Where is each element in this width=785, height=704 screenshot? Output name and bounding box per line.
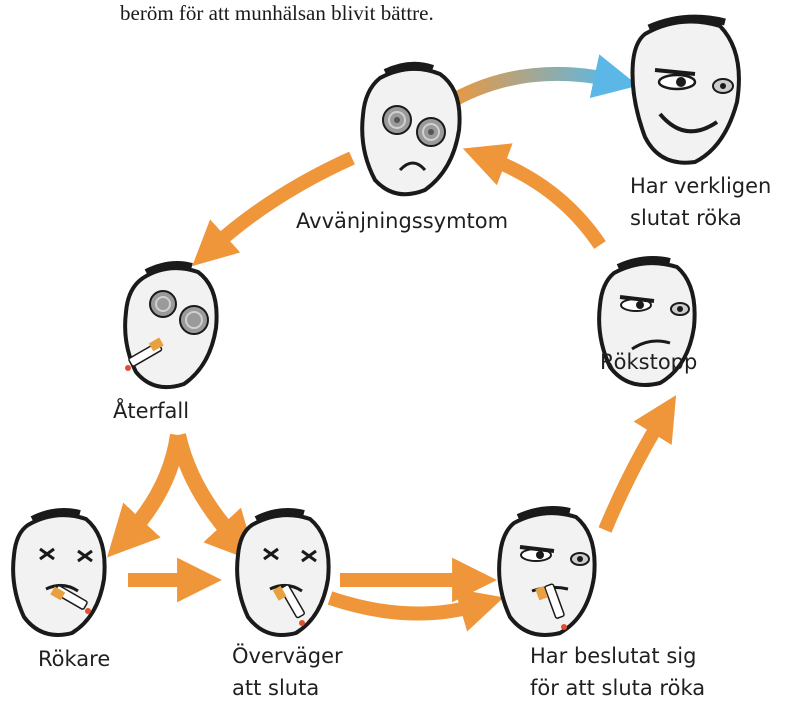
arrow-avvanjning-to-slutat xyxy=(445,74,612,105)
label-line: Har verkligen xyxy=(630,170,771,202)
label-line: slutat röka xyxy=(630,202,771,234)
label-overvager-att-sluta: Överväger att sluta xyxy=(232,640,343,704)
label-aterfall: Återfall xyxy=(113,395,189,427)
smiling-tooth-icon xyxy=(633,18,739,163)
label-line: att sluta xyxy=(232,672,343,704)
relapse-tooth-icon xyxy=(125,264,217,387)
label-line: Avvänjningssymtom xyxy=(296,205,508,237)
smoker-tooth-icon xyxy=(237,511,329,635)
label-har-verkligen-slutat-roka: Har verkligen slutat röka xyxy=(630,170,771,234)
label-line: Överväger xyxy=(232,640,343,672)
label-rokare: Rökare xyxy=(38,643,110,675)
label-line: Rökare xyxy=(38,643,110,675)
label-rokstopp: Rökstopp xyxy=(600,346,697,378)
arrow-aterfall-to-overvager xyxy=(178,435,236,540)
deciding-tooth-icon xyxy=(499,509,595,635)
arrow-overvager-to-beslutat-lower xyxy=(330,598,478,614)
arrow-aterfall-to-rokare xyxy=(128,435,178,535)
dizzy-tooth-icon xyxy=(362,65,459,194)
label-line: för att sluta röka xyxy=(530,672,705,704)
label-line: Återfall xyxy=(113,395,189,427)
smoker-tooth-icon xyxy=(13,511,105,635)
arrow-beslutat-to-rokstopp xyxy=(605,418,662,530)
label-line: Rökstopp xyxy=(600,346,697,378)
label-line: Har beslutat sig xyxy=(530,640,705,672)
label-avvanjningssymtom: Avvänjningssymtom xyxy=(296,205,508,237)
label-har-beslutat-sig: Har beslutat sig för att sluta röka xyxy=(530,640,705,704)
